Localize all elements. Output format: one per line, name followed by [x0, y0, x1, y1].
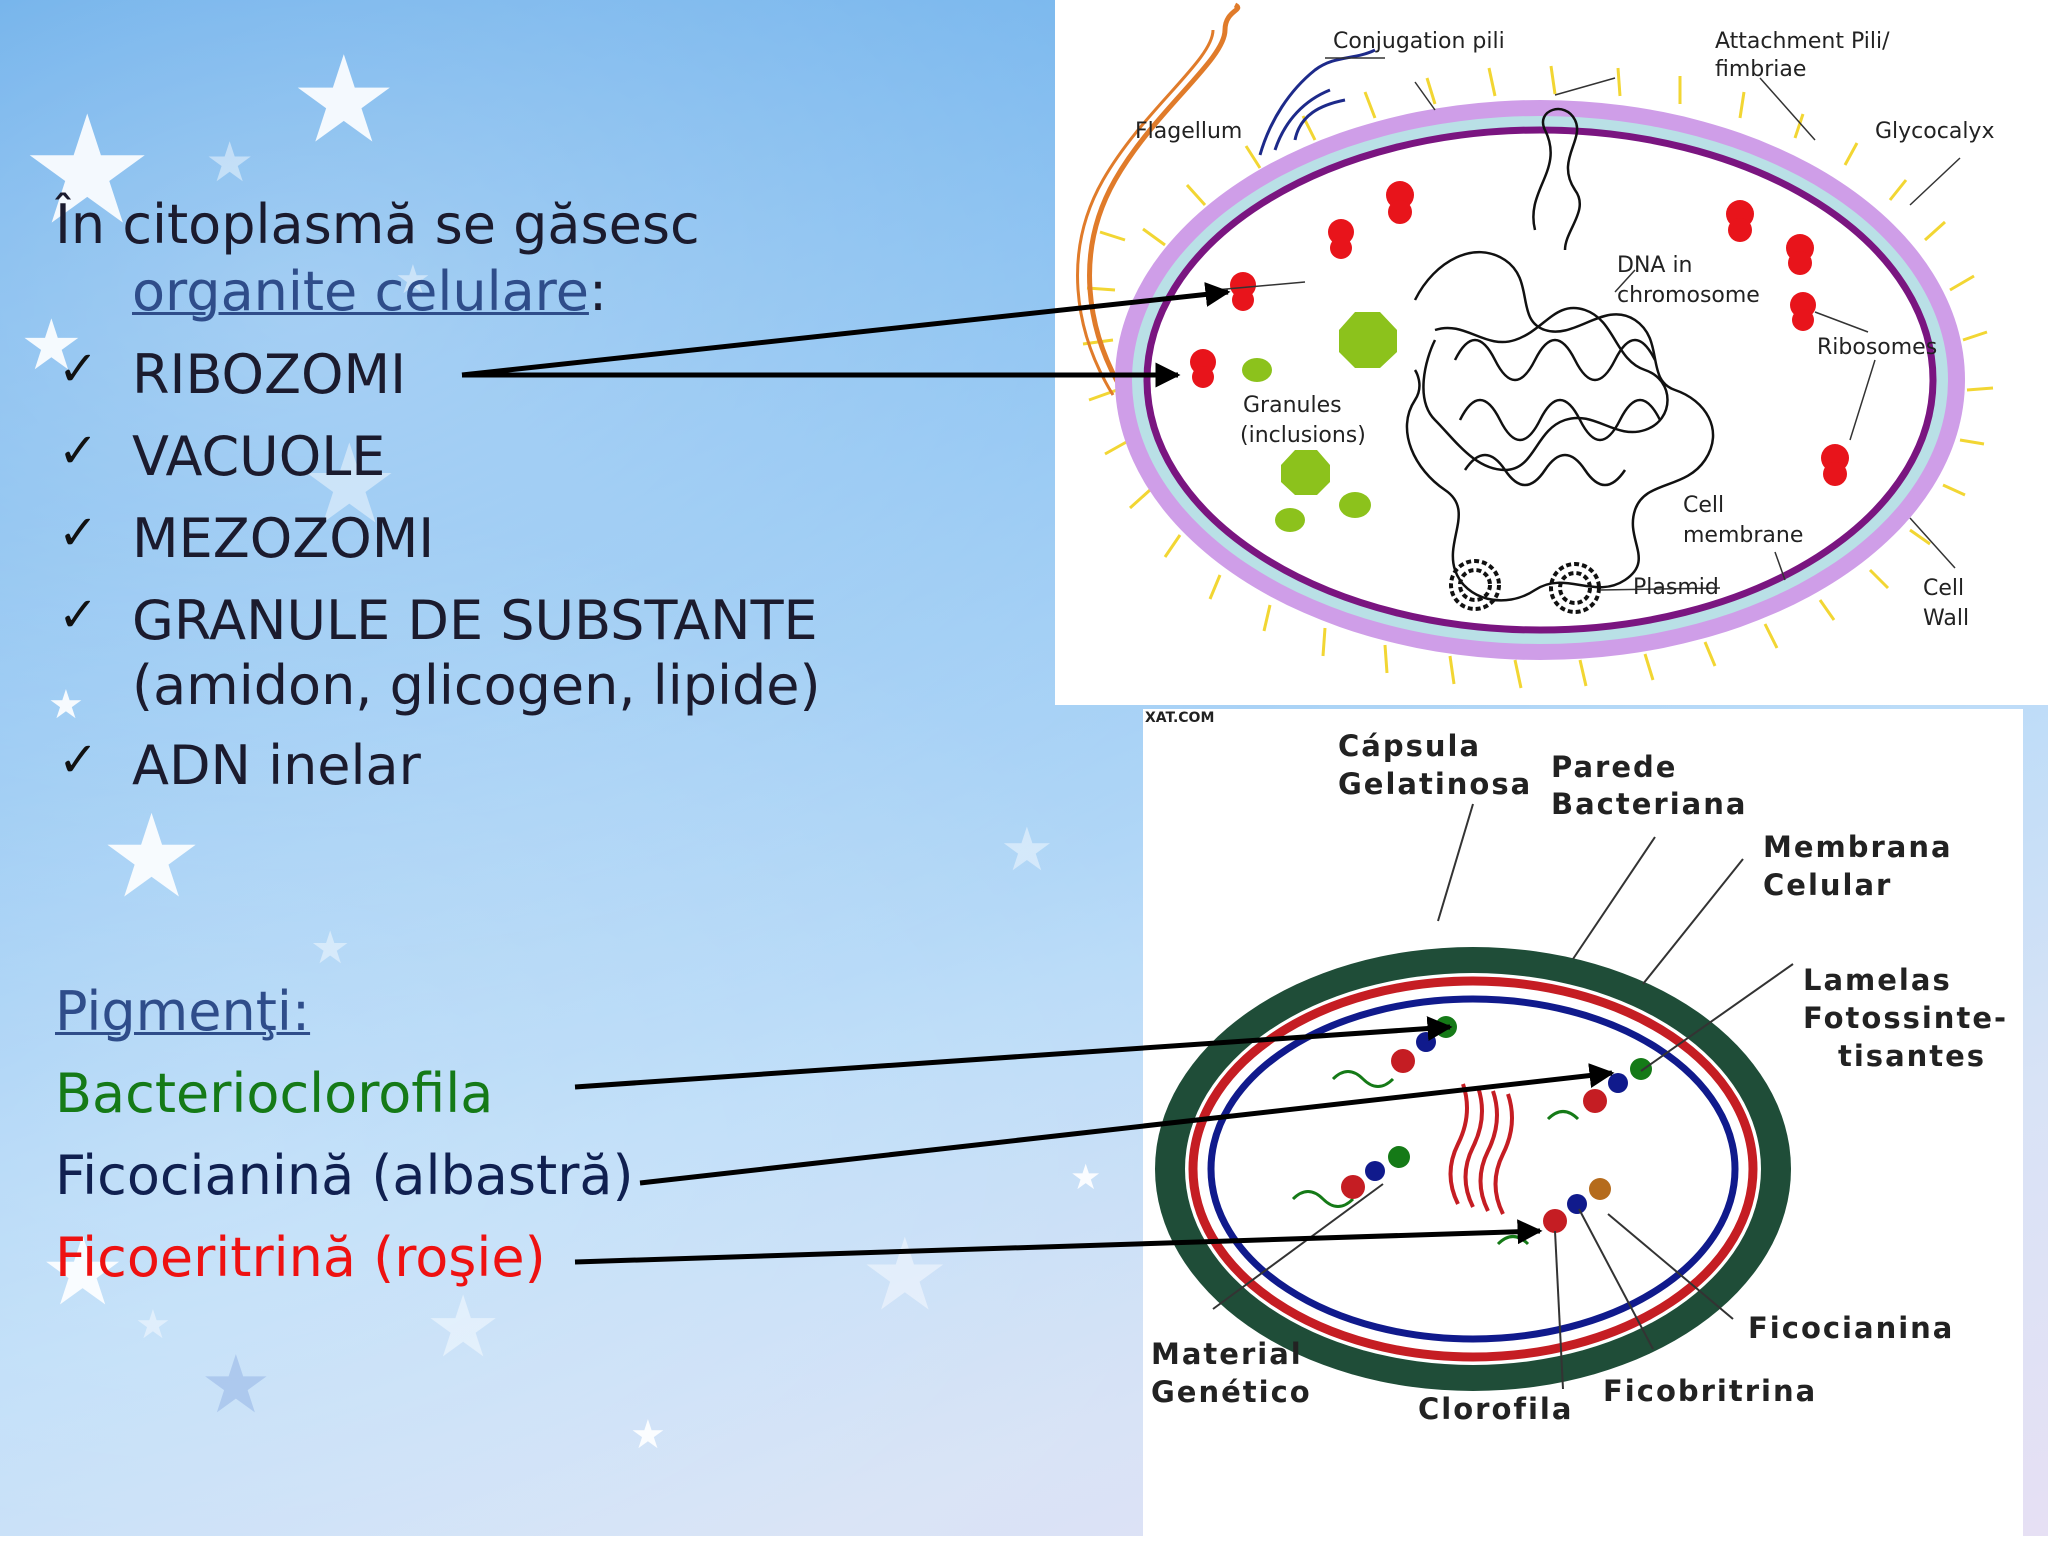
check-icon: ✓ — [58, 505, 99, 561]
cyanobacteria-svg: XAT.COM — [1145, 710, 2008, 1426]
ribosomes — [1190, 181, 1849, 486]
label-genetico: Genético — [1151, 1375, 1312, 1409]
label-cell-wall-1: Cell — [1923, 576, 1964, 601]
star-icon: ★ — [100, 793, 204, 921]
star-icon: ★ — [425, 1280, 502, 1375]
star-icon: ★ — [20, 306, 83, 384]
label-cell-wall-2: Wall — [1923, 606, 1969, 631]
label-granules: Granules — [1243, 393, 1342, 418]
item-adn: ADN inelar — [132, 734, 421, 797]
star-icon: ★ — [1070, 1158, 1102, 1197]
flagellum-shape — [1087, 2, 1241, 397]
star-icon: ★ — [860, 1219, 950, 1331]
plasmids — [1449, 559, 1601, 614]
check-icon: ✓ — [58, 341, 99, 397]
star-icon: ★ — [630, 1413, 666, 1457]
label-fotossinte: Fotossinte- — [1803, 1001, 2008, 1035]
label-ficobritrina: Ficobritrina — [1603, 1374, 1817, 1408]
label-celular: Celular — [1763, 868, 1892, 902]
intro-colon: : — [588, 260, 608, 323]
arrow-ribosome-1 — [461, 281, 1231, 378]
label-cell: Cell — [1683, 493, 1724, 518]
cell-wall-ring — [1188, 976, 1758, 1362]
item-vacuole: VACUOLE — [132, 425, 386, 488]
star-icon: ★ — [1000, 816, 1054, 883]
label-fimbriae: fimbriae — [1715, 57, 1806, 82]
pigment-ficoeritrina: Ficoeritrină (roşie) — [55, 1226, 546, 1289]
item-ribozomi: RIBOZOMI — [132, 343, 407, 406]
arrow-bacterioclorofila — [574, 1016, 1453, 1090]
star-icon: ★ — [290, 33, 398, 167]
star-icon: ★ — [395, 258, 431, 302]
star-icon: ★ — [205, 131, 255, 193]
label-plasmid: Plasmid — [1633, 575, 1719, 600]
label-ficocianina: Ficocianina — [1748, 1311, 1954, 1345]
fimbriae — [1082, 65, 1994, 689]
organelles-link[interactable]: organite celulare — [132, 260, 589, 323]
membrane-ring — [1207, 995, 1739, 1343]
intro-line: În citoplasmă se găsesc — [55, 193, 700, 256]
star-icon: ★ — [135, 1303, 171, 1347]
label-lamelas: Lamelas — [1803, 963, 1952, 997]
genetic-material — [1448, 1083, 1514, 1215]
label-material: Material — [1151, 1337, 1303, 1371]
star-icon: ★ — [310, 922, 351, 973]
label-tisantes: tisantes — [1838, 1039, 1986, 1073]
star-icon: ★ — [200, 1340, 272, 1429]
pigments-heading[interactable]: Pigmenţi: — [55, 980, 311, 1043]
intro-link-line: organite celulare: — [132, 262, 607, 321]
label-inclusions: (inclusions) — [1240, 423, 1366, 448]
check-icon: ✓ — [58, 423, 99, 479]
label-ribosomes: Ribosomes — [1817, 335, 1937, 360]
label-chromosome: chromosome — [1617, 283, 1760, 308]
granules — [1242, 312, 1397, 532]
cyanobacteria-diagram: XAT.COM — [1143, 709, 2023, 1536]
label-parede: Parede — [1551, 750, 1677, 784]
item-granule: GRANULE DE SUBSTANTE — [132, 589, 818, 652]
check-icon: ✓ — [58, 732, 99, 788]
arrow-ficocianina — [639, 1063, 1615, 1186]
label-glycocalyx: Glycocalyx — [1875, 119, 1994, 144]
star-icon: ★ — [48, 683, 84, 727]
label-capsula: Cápsula — [1338, 729, 1481, 763]
pigment-ficocianina: Ficocianină (albastră) — [55, 1144, 634, 1207]
conjugation-pili — [1258, 48, 1376, 156]
arrow-ficoeritrina — [574, 1219, 1543, 1265]
watermark: XAT.COM — [1145, 710, 1214, 726]
item-mezozomi: MEZOZOMI — [132, 507, 435, 570]
pigment-bacterioclorofila: Bacterioclorofila — [55, 1062, 494, 1125]
label-dna: DNA in — [1617, 253, 1693, 278]
check-icon: ✓ — [58, 587, 99, 643]
label-flagellum: Flagellum — [1135, 119, 1242, 144]
label-attachment-pili: Attachment Pili/ — [1715, 29, 1890, 54]
label-gelatinosa: Gelatinosa — [1338, 767, 1532, 801]
label-clorofila: Clorofila — [1418, 1392, 1573, 1426]
star-icon: ★ — [20, 86, 155, 254]
item-granule-detail: (amidon, glicogen, lipide) — [132, 654, 821, 717]
label-cell-membrane: membrane — [1683, 523, 1803, 548]
star-icon: ★ — [300, 423, 399, 546]
label-bacteriana: Bacteriana — [1551, 787, 1747, 821]
label-membrana: Membrana — [1763, 830, 1953, 864]
bacterial-cell-svg: Conjugation pili Attachment Pili/ fimbri… — [1076, 2, 1994, 689]
nucleoid-dna — [1405, 108, 1715, 602]
label-conjugation-pili: Conjugation pili — [1333, 29, 1505, 54]
bacterial-cell-diagram: Conjugation pili Attachment Pili/ fimbri… — [1055, 0, 2048, 705]
star-icon: ★ — [40, 1219, 126, 1325]
